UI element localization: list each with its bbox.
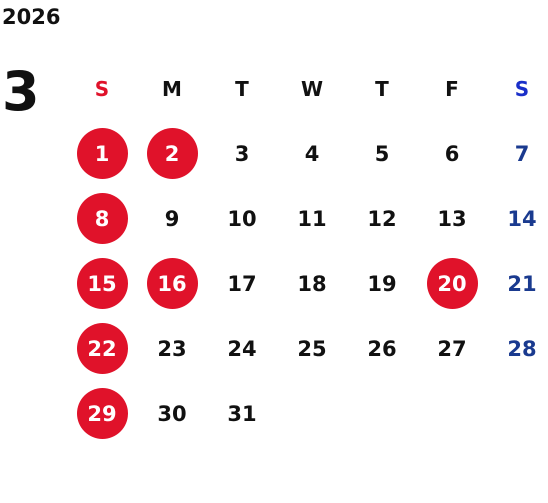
day-cell[interactable]: 8	[67, 186, 137, 251]
holiday-date: 20	[426, 258, 478, 309]
weekday-header-fri: F	[445, 76, 459, 101]
day-cell	[487, 381, 548, 446]
day-cell[interactable]: 24	[207, 316, 277, 381]
date-number: 28	[507, 336, 537, 361]
date-number	[497, 388, 548, 439]
date-number: 7	[514, 141, 530, 166]
date-number: 10	[227, 206, 257, 231]
day-cell[interactable]: 1	[67, 121, 137, 186]
day-cell[interactable]: 16	[137, 251, 207, 316]
holiday-date: 29	[76, 388, 128, 439]
day-cell[interactable]: 18	[277, 251, 347, 316]
date-number: 18	[297, 271, 327, 296]
day-cell[interactable]: 27	[417, 316, 487, 381]
date-number: 21	[507, 271, 537, 296]
holiday-date: 22	[76, 323, 128, 374]
date-number	[357, 388, 408, 439]
date-number: 25	[297, 336, 327, 361]
date-number	[287, 388, 338, 439]
day-cell[interactable]: 15	[67, 251, 137, 316]
holiday-date: 8	[76, 193, 128, 244]
day-cell[interactable]: 30	[137, 381, 207, 446]
day-cell[interactable]: 21	[487, 251, 548, 316]
holiday-date: 2	[146, 128, 198, 179]
day-cell[interactable]: 17	[207, 251, 277, 316]
day-cell	[347, 381, 417, 446]
day-cell[interactable]: 11	[277, 186, 347, 251]
day-cell[interactable]: 14	[487, 186, 548, 251]
day-cell	[277, 381, 347, 446]
day-cell[interactable]: 3	[207, 121, 277, 186]
date-number: 5	[374, 141, 390, 166]
date-number: 23	[157, 336, 187, 361]
year-label: 2026	[2, 5, 61, 29]
date-number: 24	[227, 336, 257, 361]
date-number: 17	[227, 271, 257, 296]
weekday-header-thu: T	[375, 76, 389, 101]
day-cell[interactable]: 2	[137, 121, 207, 186]
day-cell[interactable]: 19	[347, 251, 417, 316]
date-number: 12	[367, 206, 397, 231]
weekday-header-wed: W	[300, 76, 324, 101]
weekday-header-sat: S	[514, 76, 530, 101]
date-number: 4	[304, 141, 320, 166]
weekday-header-sun: S	[94, 76, 110, 101]
date-number: 3	[234, 141, 250, 166]
weekday-header-mon: M	[162, 76, 182, 101]
day-cell[interactable]: 31	[207, 381, 277, 446]
month-number: 3	[2, 60, 40, 123]
day-cell[interactable]: 6	[417, 121, 487, 186]
day-cell[interactable]: 28	[487, 316, 548, 381]
day-cell[interactable]: 29	[67, 381, 137, 446]
day-cell[interactable]: 5	[347, 121, 417, 186]
holiday-date: 16	[146, 258, 198, 309]
holiday-date: 15	[76, 258, 128, 309]
day-cell[interactable]: 7	[487, 121, 548, 186]
date-number: 27	[437, 336, 467, 361]
day-cell[interactable]: 4	[277, 121, 347, 186]
day-cell[interactable]: 25	[277, 316, 347, 381]
day-cell[interactable]: 22	[67, 316, 137, 381]
date-number: 19	[367, 271, 397, 296]
day-cell[interactable]: 12	[347, 186, 417, 251]
date-number: 26	[367, 336, 397, 361]
day-cell[interactable]: 10	[207, 186, 277, 251]
date-number: 11	[297, 206, 327, 231]
date-number: 30	[157, 401, 187, 426]
date-number	[427, 388, 478, 439]
day-cell[interactable]: 9	[137, 186, 207, 251]
date-number: 9	[164, 206, 180, 231]
day-cell[interactable]: 13	[417, 186, 487, 251]
day-cell[interactable]: 23	[137, 316, 207, 381]
date-number: 13	[437, 206, 467, 231]
day-cell[interactable]: 26	[347, 316, 417, 381]
holiday-date: 1	[76, 128, 128, 179]
day-cell	[417, 381, 487, 446]
weekday-header-tue: T	[235, 76, 249, 101]
date-number: 31	[227, 401, 257, 426]
date-number: 14	[507, 206, 537, 231]
date-number: 6	[444, 141, 460, 166]
day-cell[interactable]: 20	[417, 251, 487, 316]
